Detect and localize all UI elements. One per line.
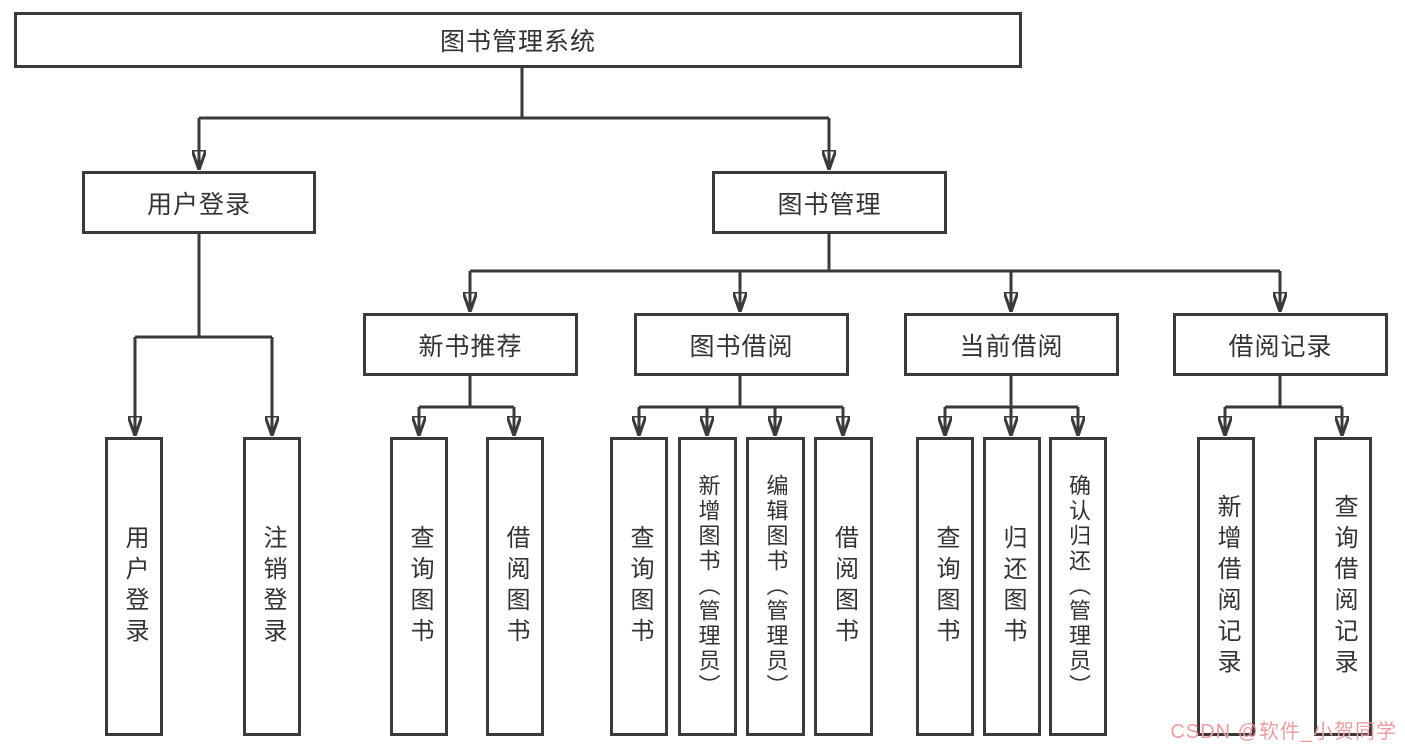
node-book-management: 图书管理 [712, 171, 947, 234]
node-label: 确认归还（管理员） [1066, 474, 1091, 699]
wire-user-login [135, 233, 272, 339]
leaf-return-books: 归还图书 [983, 437, 1041, 736]
leaf-logout: 注销登录 [243, 437, 301, 736]
leaf-add-borrow-record: 新增借阅记录 [1197, 437, 1255, 736]
leaf-edit-books-admin: 编辑图书（管理员） [746, 437, 805, 736]
leaf-borrow-books: 借阅图书 [486, 437, 544, 736]
node-borrow-record: 借阅记录 [1173, 313, 1388, 376]
node-label: 查询图书 [626, 524, 653, 649]
node-label: 新书推荐 [418, 332, 523, 361]
node-user-login: 用户登录 [82, 171, 316, 234]
wire-book-borrow [639, 376, 843, 409]
node-label: 用户登录 [121, 524, 148, 649]
node-label: 用户登录 [146, 190, 251, 219]
leaf-add-books-admin: 新增图书（管理员） [678, 437, 737, 736]
watermark: CSDN @软件_小贺同学 [1170, 721, 1397, 743]
node-current-borrow: 当前借阅 [904, 313, 1119, 376]
leaf-query-books: 查询图书 [610, 437, 668, 736]
node-label: 查询图书 [932, 524, 959, 649]
node-label: 当前借阅 [959, 332, 1064, 361]
node-label: 编辑图书（管理员） [763, 474, 789, 699]
leaf-user-login: 用户登录 [105, 437, 163, 736]
wire-book-mgmt [470, 233, 1280, 273]
node-label: 归还图书 [999, 524, 1026, 649]
wire-new-book [419, 376, 514, 409]
node-label: 借阅图书 [502, 524, 529, 649]
node-label: 新增借阅记录 [1213, 493, 1240, 680]
node-label: 注销登录 [259, 524, 286, 649]
node-new-book-recommend: 新书推荐 [363, 313, 578, 376]
node-book-borrow: 图书借阅 [634, 313, 849, 376]
node-label: 图书管理 [777, 190, 882, 219]
node-label: 借阅图书 [830, 524, 858, 649]
node-label: 图书管理系统 [439, 28, 596, 56]
wire-borrow-record [1225, 376, 1342, 409]
node-label: 图书借阅 [689, 332, 794, 361]
node-label: 查询图书 [406, 524, 433, 649]
leaf-borrow-books: 借阅图书 [814, 437, 873, 736]
leaf-confirm-return-admin: 确认归还（管理员） [1049, 437, 1107, 736]
wire-root [199, 67, 829, 120]
leaf-query-books: 查询图书 [916, 437, 974, 736]
leaf-query-borrow-record: 查询借阅记录 [1314, 437, 1372, 736]
node-label: 新增图书（管理员） [695, 474, 721, 699]
node-label: 查询借阅记录 [1330, 493, 1357, 680]
leaf-query-books: 查询图书 [390, 437, 448, 736]
node-root-system: 图书管理系统 [14, 12, 1022, 68]
node-label: 借阅记录 [1228, 332, 1333, 361]
wire-current-borrow [945, 376, 1078, 409]
